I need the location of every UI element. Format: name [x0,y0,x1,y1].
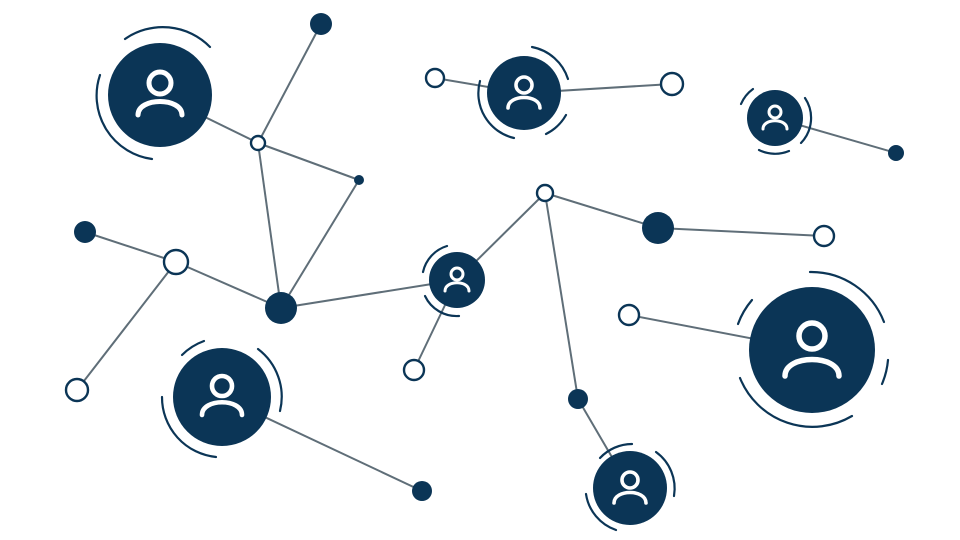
orbit-arc [477,79,516,140]
orbit-arc [123,26,212,49]
user-node [584,442,676,532]
user-node [736,270,890,428]
edge [84,231,177,263]
orbit-arc [421,244,449,274]
edge [544,192,579,400]
user-node [739,87,813,155]
user-icon [761,104,789,131]
orbit-arc [544,113,568,136]
node-dot [412,481,432,501]
edge [280,279,458,309]
user-icon [612,470,648,505]
node-ring [812,224,836,248]
orbit-arc [757,148,791,155]
user-node [421,244,485,318]
orbit-arc [880,358,890,386]
orbit-arc [423,294,461,318]
edge [280,179,360,309]
user-node [160,339,283,459]
node-dot [354,175,364,185]
orbit-arc [736,298,754,326]
orbit-arc [160,395,218,459]
node-dot [888,145,904,161]
node-ring [535,183,555,203]
edge [76,261,177,391]
node-ring [249,134,267,152]
edge [544,192,659,229]
orbit-arc [530,45,570,81]
edge [657,227,825,237]
orbit-arc [654,450,676,498]
orbit-arc [256,347,283,413]
orbit-arc [808,270,886,324]
node-ring [424,67,446,89]
user-icon [782,320,842,379]
user-icon [199,373,245,418]
node-dot [74,221,96,243]
orbit-arc [738,376,854,428]
node-ring [617,303,641,327]
node-ring [402,358,426,382]
node-dot [265,292,297,324]
node-ring [64,377,90,403]
orbit-arc [180,339,206,357]
edge [257,142,282,309]
node-dot [568,389,588,409]
user-node [477,45,570,140]
edge [175,261,282,309]
user-icon [443,266,471,293]
orbit-arc [95,73,154,161]
user-icon [135,69,185,118]
orbit-arc [739,87,755,106]
edge [257,142,360,181]
node-ring [162,248,190,276]
edge [257,23,322,144]
user-icon [506,75,542,110]
node-ring [659,71,685,97]
small-nodes [64,13,904,501]
orbit-arc [598,442,634,460]
orbit-arc [584,492,618,532]
node-dot [310,13,332,35]
node-dot [642,212,674,244]
user-node [95,26,212,161]
orbit-arc [799,96,813,145]
